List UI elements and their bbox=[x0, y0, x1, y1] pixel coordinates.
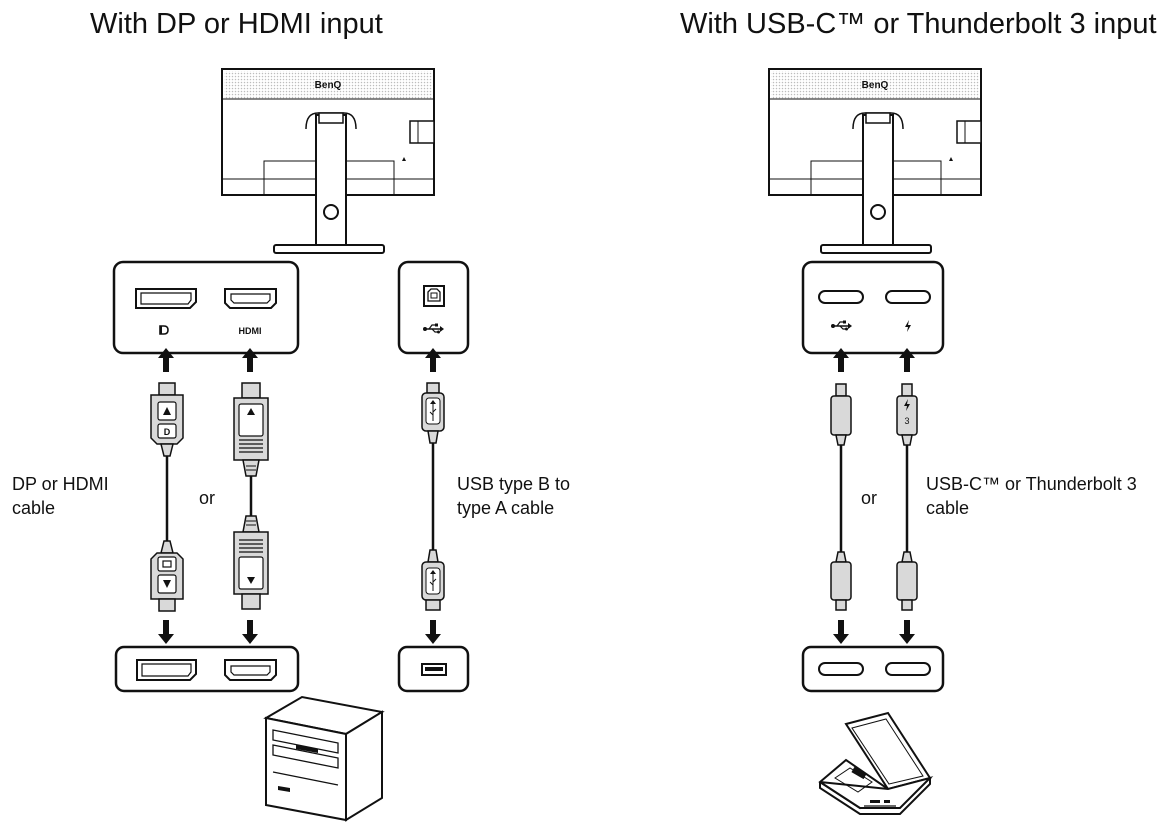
label-usbc-tb-cable: USB-C™ or Thunderbolt 3 cable bbox=[926, 474, 1137, 518]
dp-cable: D bbox=[150, 382, 184, 612]
label-dp-hdmi-cable: DP or HDMI cable bbox=[12, 474, 109, 518]
thunderbolt-3-cable: 3 bbox=[896, 383, 918, 611]
laptop-icon bbox=[818, 711, 934, 815]
hdmi-icon: HDMI bbox=[239, 326, 262, 336]
pc-port-panel-usb-a bbox=[397, 645, 470, 693]
thunderbolt-number: 3 bbox=[904, 416, 909, 426]
usb-b-to-a-cable bbox=[421, 382, 445, 611]
usb-c-cable bbox=[830, 383, 852, 611]
monitor-port-panel-dp-hdmi: HDMI bbox=[112, 260, 300, 355]
displayport-icon bbox=[159, 325, 169, 335]
label-or-right: or bbox=[861, 488, 878, 508]
laptop-port-panel-usbc bbox=[801, 645, 945, 693]
label-usb-b-to-a-cable: USB type B to type A cable bbox=[457, 474, 571, 518]
monitor-port-panel-usb-b bbox=[397, 260, 470, 355]
monitor-icon bbox=[221, 68, 435, 254]
desktop-pc-icon bbox=[263, 695, 385, 822]
down-arrow-icon bbox=[242, 620, 258, 644]
down-arrow-icon bbox=[833, 620, 849, 644]
monitor-icon bbox=[768, 68, 982, 254]
hdmi-cable bbox=[233, 382, 269, 610]
title-usbc-thunderbolt: With USB-C™ or Thunderbolt 3 input bbox=[680, 8, 1157, 40]
down-arrow-icon bbox=[425, 620, 441, 644]
title-dp-hdmi: With DP or HDMI input bbox=[90, 8, 383, 40]
monitor-brand-right: BenQ bbox=[862, 80, 889, 91]
label-or-left: or bbox=[199, 488, 216, 508]
pc-port-panel-dp-hdmi bbox=[114, 645, 300, 693]
dp-plug-label: D bbox=[164, 427, 171, 437]
down-arrow-icon bbox=[158, 620, 174, 644]
down-arrow-icon bbox=[899, 620, 915, 644]
monitor-brand-left: BenQ bbox=[315, 80, 342, 91]
monitor-port-panel-usbc-tb bbox=[801, 260, 945, 355]
